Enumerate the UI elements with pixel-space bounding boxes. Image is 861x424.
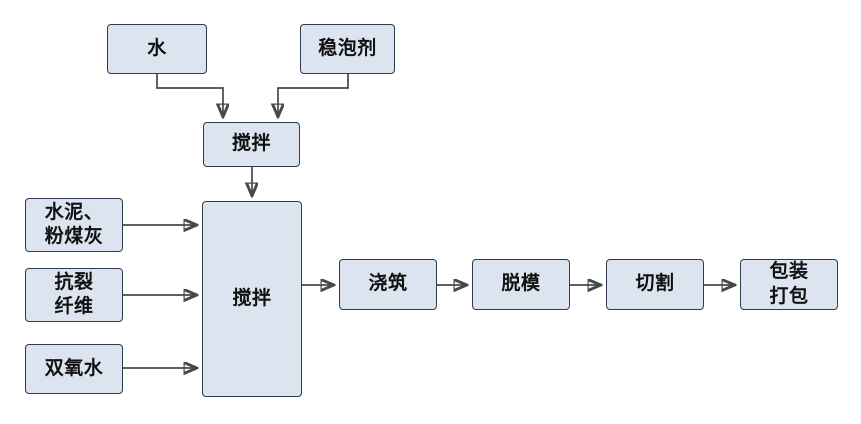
node-fiber[interactable]: 抗裂 纤维 [25,268,123,322]
node-label: 搅拌 [231,133,271,155]
node-label: 抗裂 纤维 [54,271,94,317]
node-foam-agent[interactable]: 稳泡剂 [300,24,395,74]
node-demold[interactable]: 脱模 [472,259,570,310]
node-water[interactable]: 水 [107,24,207,74]
edge-e-water-mix1 [156,74,223,116]
node-cutting[interactable]: 切割 [606,259,704,310]
node-label: 水泥、 粉煤灰 [44,201,104,247]
node-label: 稳泡剂 [318,37,377,59]
edge-e-foam-mix1 [278,74,349,116]
node-packaging[interactable]: 包装 打包 [740,259,838,310]
node-cement[interactable]: 水泥、 粉煤灰 [25,198,123,252]
node-peroxide[interactable]: 双氧水 [25,344,123,394]
node-label: 搅拌 [232,287,272,309]
node-label: 浇筑 [368,273,408,295]
node-label: 切割 [635,273,675,295]
node-label: 双氧水 [44,357,104,379]
node-mix-1[interactable]: 搅拌 [203,122,300,167]
node-label: 脱模 [501,273,541,295]
node-mix-2[interactable]: 搅拌 [202,201,302,397]
node-label: 水 [147,37,167,59]
node-casting[interactable]: 浇筑 [339,259,437,310]
node-label: 包装 打包 [769,261,809,307]
